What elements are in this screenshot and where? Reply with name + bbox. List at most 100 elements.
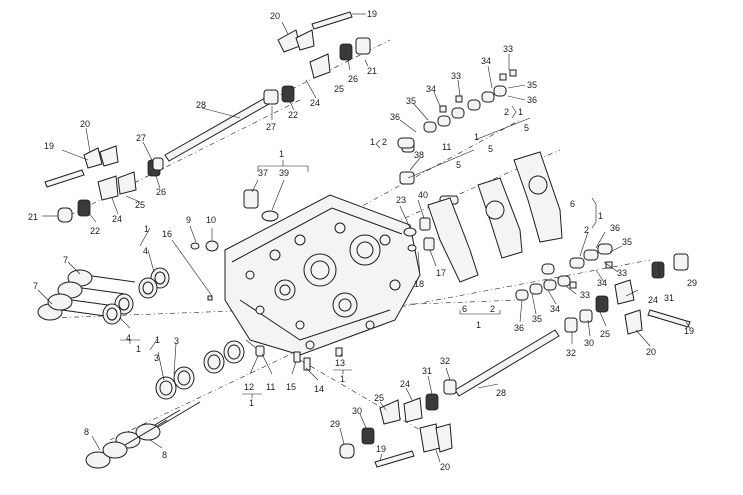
- callout-3: 3: [154, 353, 159, 363]
- callout-35: 35: [406, 96, 416, 106]
- leader-lines: [37, 13, 691, 463]
- callout-27: 27: [266, 122, 276, 132]
- callout-14: 14: [314, 384, 324, 394]
- callout-23: 23: [396, 195, 406, 205]
- callout-22: 22: [288, 110, 298, 120]
- callout-2: 2: [504, 107, 509, 117]
- callout-34: 34: [426, 84, 436, 94]
- callout-38: 38: [414, 150, 424, 160]
- tappet-cluster-top: [397, 69, 517, 149]
- callout-24: 24: [310, 98, 320, 108]
- callout-20: 20: [646, 347, 656, 357]
- callout-11: 11: [442, 142, 451, 152]
- callout-1: 1: [340, 374, 345, 384]
- callout-40: 40: [418, 190, 428, 200]
- callout-7: 7: [33, 281, 38, 291]
- callout-36: 36: [390, 112, 400, 122]
- callout-2: 2: [382, 137, 387, 147]
- callout-36: 36: [514, 323, 524, 333]
- camshaft-upper: [164, 97, 270, 162]
- callout-1: 1: [370, 137, 375, 147]
- callout-35: 35: [527, 80, 537, 90]
- callout-19: 19: [684, 326, 694, 336]
- callout-35: 35: [622, 237, 632, 247]
- callout-10: 10: [206, 215, 216, 225]
- callout-34: 34: [481, 56, 491, 66]
- valve-cups: [102, 267, 245, 400]
- rockers: [83, 29, 643, 453]
- callout-25: 25: [334, 84, 344, 94]
- callout-6: 6: [570, 199, 575, 209]
- callout-19: 19: [376, 444, 386, 454]
- callout-26: 26: [156, 187, 166, 197]
- cam-caps: [427, 151, 563, 283]
- callout-21: 21: [367, 66, 377, 76]
- callout-33: 33: [451, 71, 461, 81]
- callout-1: 1: [476, 320, 481, 330]
- callout-18: 18: [414, 279, 424, 289]
- callout-33: 33: [580, 290, 590, 300]
- callout-17: 17: [436, 268, 446, 278]
- callout-5: 5: [524, 123, 529, 133]
- callout-4: 4: [143, 246, 148, 256]
- callout-2: 2: [584, 225, 589, 235]
- cylinder-head: [224, 194, 421, 356]
- callout-31: 31: [422, 366, 432, 376]
- camshaft-lower: [454, 329, 560, 397]
- callout-11: 11: [266, 382, 275, 392]
- callout-24: 24: [112, 214, 122, 224]
- callout-5: 5: [488, 144, 493, 154]
- callout-21: 21: [28, 212, 38, 222]
- callout-36: 36: [527, 95, 537, 105]
- callout-20: 20: [80, 119, 90, 129]
- callout-26: 26: [348, 74, 358, 84]
- callout-8: 8: [84, 427, 89, 437]
- callout-27: 27: [136, 133, 146, 143]
- callout-1: 1: [144, 224, 149, 234]
- callout-32: 32: [440, 356, 450, 366]
- callout-13: 13: [335, 358, 345, 368]
- callout-15: 15: [286, 382, 296, 392]
- callout-22: 22: [90, 226, 100, 236]
- callout-7: 7: [63, 255, 68, 265]
- callout-16: 16: [162, 229, 172, 239]
- callout-32: 32: [566, 348, 576, 358]
- callout-8: 8: [162, 450, 167, 460]
- callout-labels: 19 20 21 26 25 24 22 27 28 33 34 35 36 3…: [28, 9, 697, 472]
- callout-19: 19: [367, 9, 377, 19]
- callout-5: 5: [456, 160, 461, 170]
- callout-34: 34: [550, 304, 560, 314]
- callout-24: 24: [400, 379, 410, 389]
- callout-9: 9: [186, 215, 191, 225]
- callout-37: 37: [258, 168, 268, 178]
- callout-39: 39: [279, 168, 289, 178]
- callout-12: 12: [244, 382, 254, 392]
- callout-33: 33: [503, 44, 513, 54]
- callout-1: 1: [518, 107, 523, 117]
- callout-2: 2: [490, 304, 495, 314]
- callout-28: 28: [196, 100, 206, 110]
- bearings: [57, 37, 689, 459]
- callout-25: 25: [600, 329, 610, 339]
- callout-20: 20: [440, 462, 450, 472]
- caps-small-parts: [190, 139, 459, 371]
- callout-25: 25: [374, 393, 384, 403]
- callout-1: 1: [136, 344, 141, 354]
- callout-34: 34: [597, 278, 607, 288]
- callout-1: 1: [279, 149, 284, 159]
- callout-35: 35: [532, 314, 542, 324]
- callout-3: 3: [174, 336, 179, 346]
- callout-20: 20: [270, 11, 280, 21]
- callout-4: 4: [126, 333, 131, 343]
- callout-19: 19: [44, 141, 54, 151]
- rocker-shafts: [44, 11, 691, 468]
- callout-30: 30: [584, 338, 594, 348]
- tappet-cluster-right: [515, 243, 613, 301]
- callout-36: 36: [610, 223, 620, 233]
- callout-6: 6: [462, 304, 467, 314]
- callout-1: 1: [598, 211, 603, 221]
- callout-28: 28: [496, 388, 506, 398]
- callout-24: 24: [648, 295, 658, 305]
- callout-1: 1: [474, 132, 479, 142]
